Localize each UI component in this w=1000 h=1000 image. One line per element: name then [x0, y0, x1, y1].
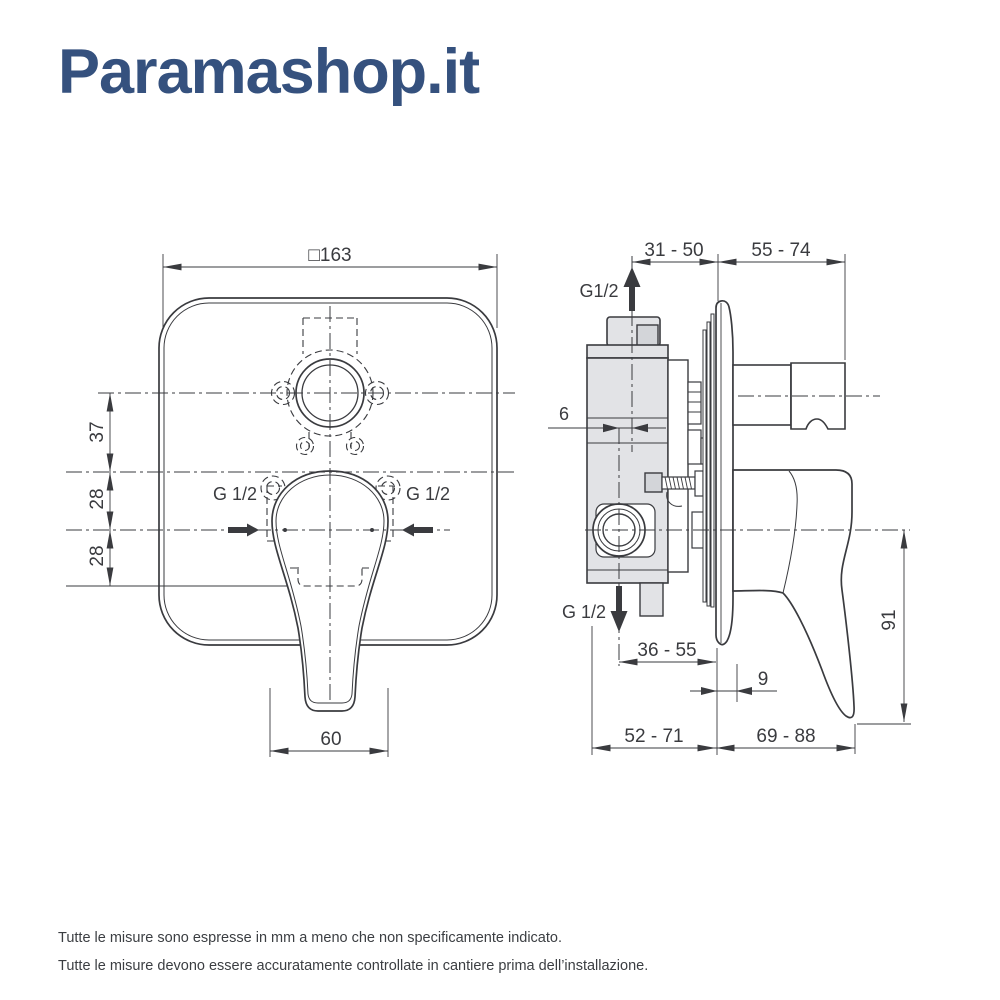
footer-note-check: Tutte le misure devono essere accuratame… [58, 958, 649, 974]
dimension-handle-height: 91 [879, 530, 908, 722]
footer-note-units: Tutte le misure sono espresse in mm a me… [58, 930, 562, 946]
flow-arrow-down-icon [610, 611, 628, 632]
dim-label-52-71: 52 - 71 [624, 726, 683, 747]
spout-connector [732, 362, 846, 430]
inlet-left-label: G 1/2 [213, 484, 257, 504]
dim-label-60: 60 [320, 729, 341, 750]
dim-label-9: 9 [758, 669, 769, 690]
mixer-handle-side [732, 469, 855, 719]
outlet-bottom-label: G 1/2 [562, 602, 606, 622]
gasket-strips [702, 313, 715, 608]
extension-lines [591, 254, 911, 755]
dim-label-28-upper: 28 [87, 488, 108, 509]
inlet-right: G 1/2 [402, 484, 450, 537]
wall-plate-side [715, 299, 734, 646]
dimension-offset-6: 6 [548, 404, 666, 433]
dimension-plate-thickness: 9 [690, 669, 777, 695]
screw-head [644, 472, 663, 493]
dim-label-55-74: 55 - 74 [751, 240, 811, 261]
dim-label-31-50: 31 - 50 [644, 240, 703, 261]
flow-arrow-up-icon [623, 267, 641, 287]
inlet-right-label: G 1/2 [406, 484, 450, 504]
rough-in-body [586, 316, 669, 617]
dim-label-6: 6 [559, 404, 569, 424]
dimension-plate-width: □163 [162, 245, 498, 328]
outlet-bottom: G 1/2 [562, 586, 628, 632]
brand-logo: Paramashop.it [58, 37, 480, 107]
dim-label-plate-width: □163 [308, 245, 351, 266]
outlet-top: G1/2 [579, 267, 641, 311]
dim-label-91: 91 [879, 609, 900, 630]
front-view: □163 37 28 28 G 1/2 G 1/2 [66, 245, 515, 757]
dimension-handle-width: 60 [269, 688, 389, 757]
dim-label-37: 37 [87, 421, 108, 442]
dim-label-36-55: 36 - 55 [637, 640, 696, 661]
footer-notes: Tutte le misure sono espresse in mm a me… [58, 924, 648, 980]
dim-label-69-88: 69 - 88 [756, 726, 815, 747]
dimension-depth-bottom: 52 - 71 69 - 88 [592, 726, 855, 752]
dim-label-28-lower: 28 [87, 545, 108, 566]
outlet-top-label: G1/2 [579, 281, 618, 301]
dimension-36-55: 36 - 55 [619, 640, 716, 666]
side-view: 31 - 50 55 - 74 G1/2 6 G 1/2 36 [548, 240, 911, 755]
dimension-depth-top: 31 - 50 55 - 74 [632, 240, 845, 266]
flow-arrow-right-icon [247, 523, 259, 537]
inlet-left: G 1/2 [213, 484, 259, 537]
flow-arrow-left-icon [402, 523, 414, 537]
dimension-vertical-chain: 37 28 28 [87, 393, 114, 586]
